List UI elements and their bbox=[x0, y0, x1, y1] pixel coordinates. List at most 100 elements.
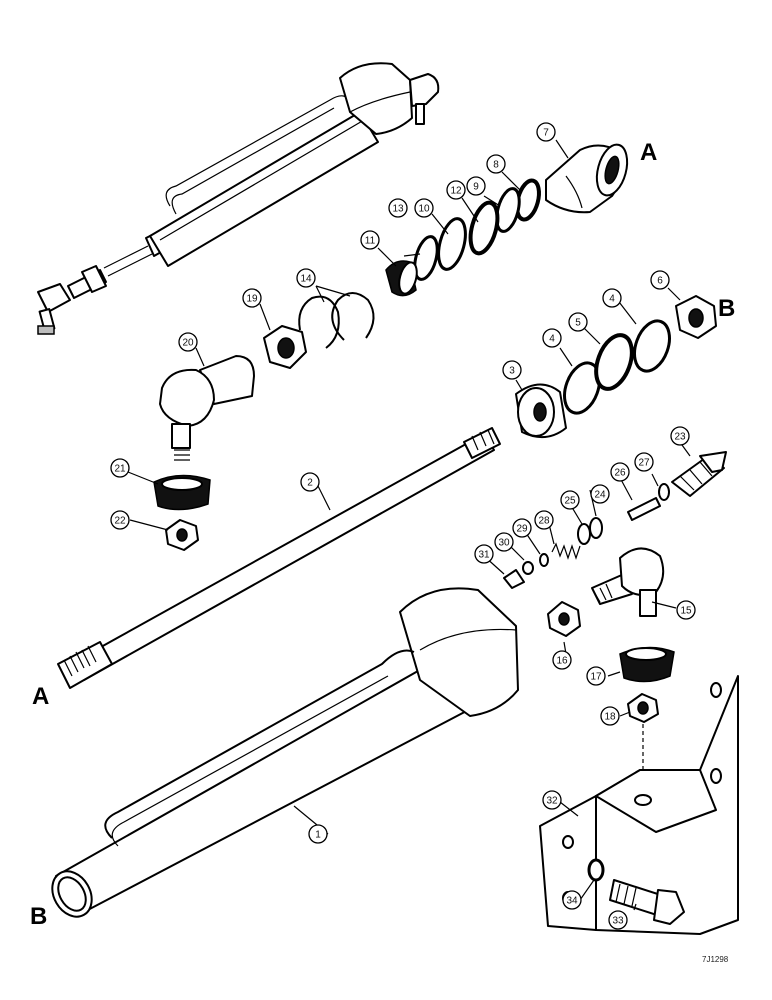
callout-24: 24 bbox=[590, 484, 610, 504]
callout-number: 12 bbox=[450, 186, 462, 197]
section-marker-a-left: A bbox=[32, 683, 49, 710]
callout-number: 22 bbox=[114, 516, 126, 527]
ball-joint-15 bbox=[591, 547, 665, 617]
callout-number: 9 bbox=[473, 182, 479, 193]
callout-number: 3 bbox=[509, 366, 515, 377]
callout-circle bbox=[360, 230, 380, 250]
callout-number: 6 bbox=[657, 276, 663, 287]
callout-circle bbox=[542, 328, 562, 348]
callout-3: 3 bbox=[502, 360, 522, 380]
callout-number: 11 bbox=[365, 236, 376, 247]
callout-14: 14 bbox=[296, 268, 316, 288]
section-marker-a-top: A bbox=[640, 139, 657, 166]
callout-20: 20 bbox=[178, 332, 198, 352]
callout-circle bbox=[308, 824, 328, 844]
callout-number: 16 bbox=[556, 656, 568, 667]
callout-number: 25 bbox=[564, 496, 576, 507]
section-marker-b-right: B bbox=[718, 295, 735, 322]
callout-30: 30 bbox=[494, 532, 514, 552]
callout-circle bbox=[242, 288, 262, 308]
callout-4a: 4 bbox=[542, 328, 562, 348]
callout-number: 10 bbox=[418, 204, 430, 215]
callout-circle bbox=[560, 490, 580, 510]
callout-circle bbox=[608, 910, 628, 930]
figure-code: 7J1298 bbox=[702, 955, 729, 964]
callout-29: 29 bbox=[512, 518, 532, 538]
callout-circle bbox=[512, 518, 532, 538]
callout-circle bbox=[676, 600, 696, 620]
callout-number: 27 bbox=[638, 458, 650, 469]
callout-31: 31 bbox=[474, 544, 494, 564]
callout-circle bbox=[446, 180, 466, 200]
callout-number: 8 bbox=[493, 160, 499, 171]
callout-circle bbox=[178, 332, 198, 352]
callout-number: 13 bbox=[392, 204, 404, 215]
callout-circle bbox=[536, 122, 556, 142]
callout-1: 1 bbox=[308, 824, 328, 844]
callout-number: 34 bbox=[566, 896, 578, 907]
callout-7: 7 bbox=[536, 122, 556, 142]
nut-19 bbox=[263, 325, 307, 369]
callout-circle bbox=[414, 198, 434, 218]
callout-number: 5 bbox=[575, 318, 581, 329]
callout-circle bbox=[486, 154, 506, 174]
nut-16 bbox=[547, 601, 581, 637]
callout-18: 18 bbox=[600, 706, 620, 726]
nut-18 bbox=[627, 693, 659, 780]
callout-circle bbox=[474, 544, 494, 564]
callout-circle bbox=[670, 426, 690, 446]
callout-19: 19 bbox=[242, 288, 262, 308]
snap-rings bbox=[298, 292, 375, 349]
callout-number: 4 bbox=[549, 334, 555, 345]
callout-16: 16 bbox=[552, 650, 572, 670]
callout-circle bbox=[562, 890, 582, 910]
callout-32: 32 bbox=[542, 790, 562, 810]
callout-number: 15 bbox=[680, 606, 692, 617]
callout-25: 25 bbox=[560, 490, 580, 510]
callout-21: 21 bbox=[110, 458, 130, 478]
callout-6: 6 bbox=[650, 270, 670, 290]
callout-number: 19 bbox=[246, 294, 258, 305]
callout-circle bbox=[610, 462, 630, 482]
piston-parts-row bbox=[515, 295, 717, 439]
nut-22 bbox=[165, 519, 199, 551]
callout-number: 30 bbox=[498, 538, 510, 549]
callout-number: 17 bbox=[590, 672, 602, 683]
callout-33: 33 bbox=[608, 910, 628, 930]
callout-number: 26 bbox=[614, 468, 626, 479]
callout-8: 8 bbox=[486, 154, 506, 174]
callout-labels: 1234456789101112131415161718192021222324… bbox=[110, 122, 696, 930]
callout-circle bbox=[586, 666, 606, 686]
callout-17: 17 bbox=[586, 666, 606, 686]
callout-number: 20 bbox=[182, 338, 194, 349]
callout-number: 29 bbox=[516, 524, 528, 535]
callout-number: 28 bbox=[538, 516, 550, 527]
callout-circle bbox=[300, 472, 320, 492]
callout-number: 24 bbox=[594, 490, 606, 501]
bolt-and-washer bbox=[587, 858, 685, 925]
callout-number: 7 bbox=[543, 128, 549, 139]
callout-circle bbox=[650, 270, 670, 290]
boot-21 bbox=[153, 474, 211, 511]
callout-circle bbox=[534, 510, 554, 530]
callout-circle bbox=[296, 268, 316, 288]
callout-number: 18 bbox=[604, 712, 616, 723]
callout-number: 31 bbox=[478, 550, 490, 561]
cylinder-barrel-1 bbox=[51, 587, 519, 918]
callout-circle bbox=[602, 288, 622, 308]
section-marker-b-left: B bbox=[30, 903, 47, 930]
callout-34: 34 bbox=[562, 890, 582, 910]
callout-circle bbox=[466, 176, 486, 196]
callout-circle bbox=[590, 484, 610, 504]
callout-number: 32 bbox=[546, 796, 558, 807]
callout-10: 10 bbox=[414, 198, 434, 218]
callout-number: 21 bbox=[114, 464, 126, 475]
callout-number: 33 bbox=[612, 916, 624, 927]
relief-valve-parts bbox=[503, 451, 727, 589]
callout-28: 28 bbox=[534, 510, 554, 530]
callout-26: 26 bbox=[610, 462, 630, 482]
callout-number: 23 bbox=[674, 432, 686, 443]
callout-11: 11 bbox=[360, 230, 380, 250]
piston-rod-2 bbox=[57, 427, 501, 689]
